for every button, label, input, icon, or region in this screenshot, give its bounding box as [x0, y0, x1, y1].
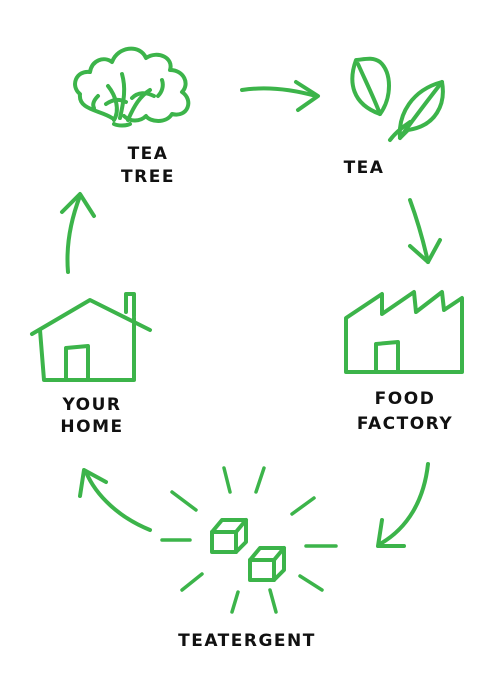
sparkling-cubes-icon — [160, 466, 338, 614]
house-icon — [30, 292, 152, 382]
arrow-teatergent-to-home — [78, 468, 152, 532]
food-factory-label-line2: FACTORY — [357, 414, 453, 434]
tree-icon — [73, 46, 191, 128]
teatergent-label: TEATERGENT — [178, 631, 316, 651]
factory-icon — [344, 290, 464, 374]
tea-label: TEA — [344, 158, 385, 178]
arrow-tea-to-factory — [408, 198, 442, 264]
food-factory-label-line1: FOOD — [375, 389, 436, 409]
arrow-tea-tree-to-tea — [240, 80, 320, 112]
your-home-label-line2: HOME — [60, 417, 123, 437]
arrow-factory-to-teatergent — [376, 462, 430, 548]
tea-leaves-icon — [350, 56, 445, 142]
tea-tree-label-line2: TREE — [121, 167, 175, 187]
your-home-label-line1: YOUR — [61, 395, 121, 415]
arrow-home-to-tea-tree — [60, 192, 96, 274]
tea-tree-label-line1: TEA — [128, 144, 169, 164]
